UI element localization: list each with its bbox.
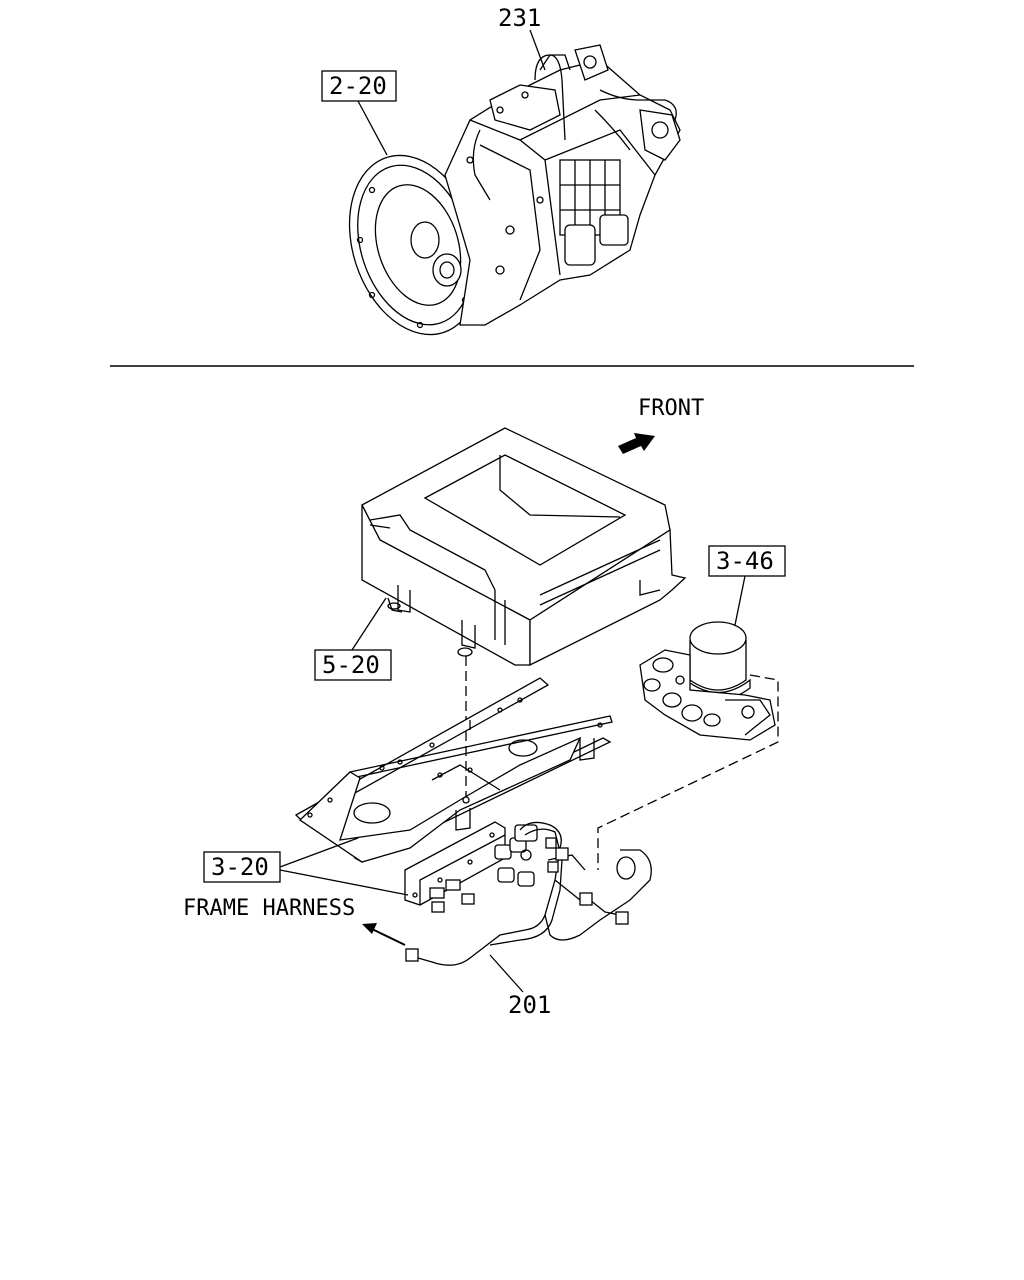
frame-harness-arrow-icon (362, 923, 377, 934)
frame-bracket-drawing (294, 677, 613, 863)
control-unit-drawing (361, 427, 687, 667)
svg-text:2-20: 2-20 (329, 72, 387, 100)
callout-5-20: 5-20 (314, 649, 392, 681)
leader-201 (489, 954, 524, 993)
front-label: FRONT (638, 396, 704, 421)
leader-3-20-a (279, 837, 359, 868)
svg-text:3-20: 3-20 (211, 853, 269, 881)
part-number-201: 201 (508, 991, 551, 1019)
leader-3-46 (734, 575, 746, 626)
svg-text:3-46: 3-46 (716, 547, 774, 575)
leader-231 (529, 29, 546, 71)
air-dryer-drawing (639, 621, 776, 741)
leader-3-20-b (279, 869, 409, 896)
dryer-connection-guide (597, 674, 779, 870)
leader-5-20 (351, 597, 387, 651)
frame-harness-label: FRAME HARNESS (183, 896, 355, 921)
transmission-drawing (348, 44, 681, 336)
part-number-231: 231 (498, 4, 541, 32)
svg-text:5-20: 5-20 (322, 651, 380, 679)
front-arrow-icon (618, 433, 655, 454)
callout-3-20: 3-20 (203, 851, 281, 883)
leader-2-20 (357, 100, 388, 156)
harness-wiring-drawing (405, 821, 652, 966)
callout-3-46: 3-46 (708, 545, 786, 577)
callout-2-20: 2-20 (321, 70, 397, 102)
frame-harness-arrow-line (369, 927, 406, 946)
